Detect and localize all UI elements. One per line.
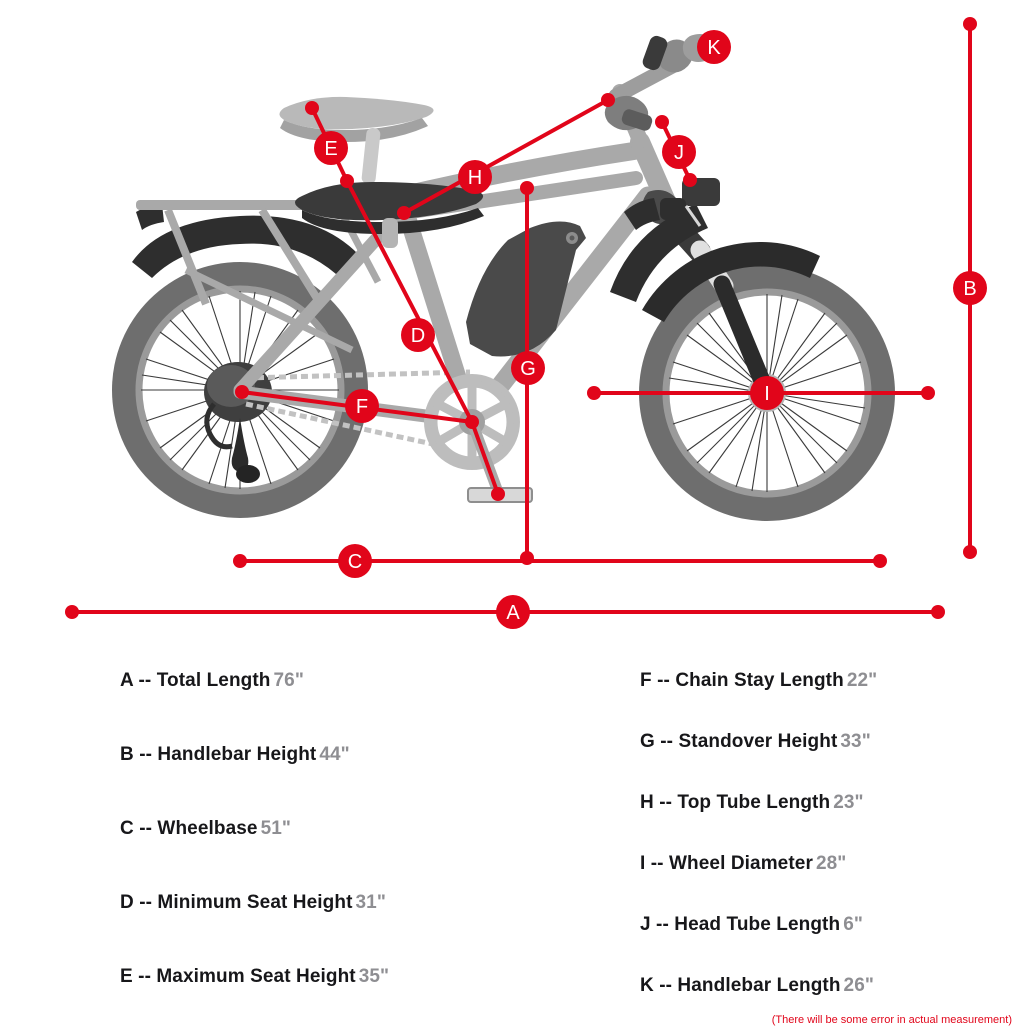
dimension-marker-label: E [324, 138, 337, 160]
dimension-marker-G: G [511, 351, 545, 385]
legend-value-K: 26" [843, 975, 874, 996]
legend-label-F: F -- Chain Stay Length [640, 670, 844, 691]
bike-diagram: A B C D E F G H I J K [65, 17, 987, 629]
dimension-marker-D: D [401, 318, 435, 352]
legend-value-H: 23" [833, 792, 864, 813]
dimension-marker-label: D [411, 325, 425, 347]
legend-label-K: K -- Handlebar Length [640, 975, 841, 996]
seat-max-position [279, 96, 434, 184]
dimension-marker-J: J [662, 135, 696, 169]
legend-label-G: G -- Standover Height [640, 731, 838, 752]
dimension-endpoints [65, 17, 977, 619]
legend-value-C: 51" [260, 818, 292, 839]
legend-label-H: H -- Top Tube Length [640, 792, 831, 813]
legend-value-D: 31" [355, 892, 386, 913]
dimension-marker-label: J [674, 142, 684, 164]
measurement-footnote: (There will be some error in actual meas… [771, 1014, 1012, 1026]
dimension-marker-C: C [338, 544, 372, 578]
dimension-marker-label: G [520, 358, 536, 380]
dim-line-D2 [470, 420, 500, 496]
legend-value-I: 28" [815, 853, 847, 874]
legend-value-F: 22" [846, 670, 878, 691]
dim-line-H [402, 98, 610, 215]
dimension-marker-I: I [750, 376, 784, 410]
dimension-marker-label: H [468, 167, 482, 189]
legend-label-J: J -- Head Tube Length [640, 914, 841, 935]
dimension-marker-label: C [348, 551, 362, 573]
dimension-marker-F: F [345, 389, 379, 423]
legend-label-D: D -- Minimum Seat Height [120, 892, 353, 913]
legend-label-A: A -- Total Length [120, 670, 271, 691]
dimension-marker-K: K [697, 30, 731, 64]
dimension-marker-E: E [314, 131, 348, 165]
legend-value-E: 35" [358, 966, 390, 987]
legend-value-B: 44" [319, 744, 350, 765]
dimension-marker-label: K [707, 37, 721, 59]
front-fender [610, 198, 820, 322]
legend-label-I: I -- Wheel Diameter [640, 853, 813, 874]
dimension-marker-label: F [356, 396, 368, 418]
rear-fender [132, 204, 360, 278]
dimension-marker-B: B [953, 271, 987, 305]
seat-min-position [295, 182, 484, 248]
legend-value-J: 6" [843, 914, 863, 935]
legend-label-E: E -- Maximum Seat Height [120, 966, 356, 987]
handlebar-assembly [604, 34, 720, 227]
legend-value-A: 76" [273, 670, 304, 691]
dimension-marker-label: I [764, 383, 770, 405]
dim-line-D [345, 179, 474, 424]
dimension-marker-H: H [458, 160, 492, 194]
legend-label-B: B -- Handlebar Height [120, 744, 317, 765]
legend-value-G: 33" [840, 731, 871, 752]
dimension-marker-A: A [496, 595, 530, 629]
legend-label-C: C -- Wheelbase [120, 818, 258, 839]
dimension-markers: A B C D E F G H I J K [314, 30, 987, 629]
dimension-marker-label: B [963, 278, 976, 300]
dimension-marker-label: A [506, 602, 520, 624]
